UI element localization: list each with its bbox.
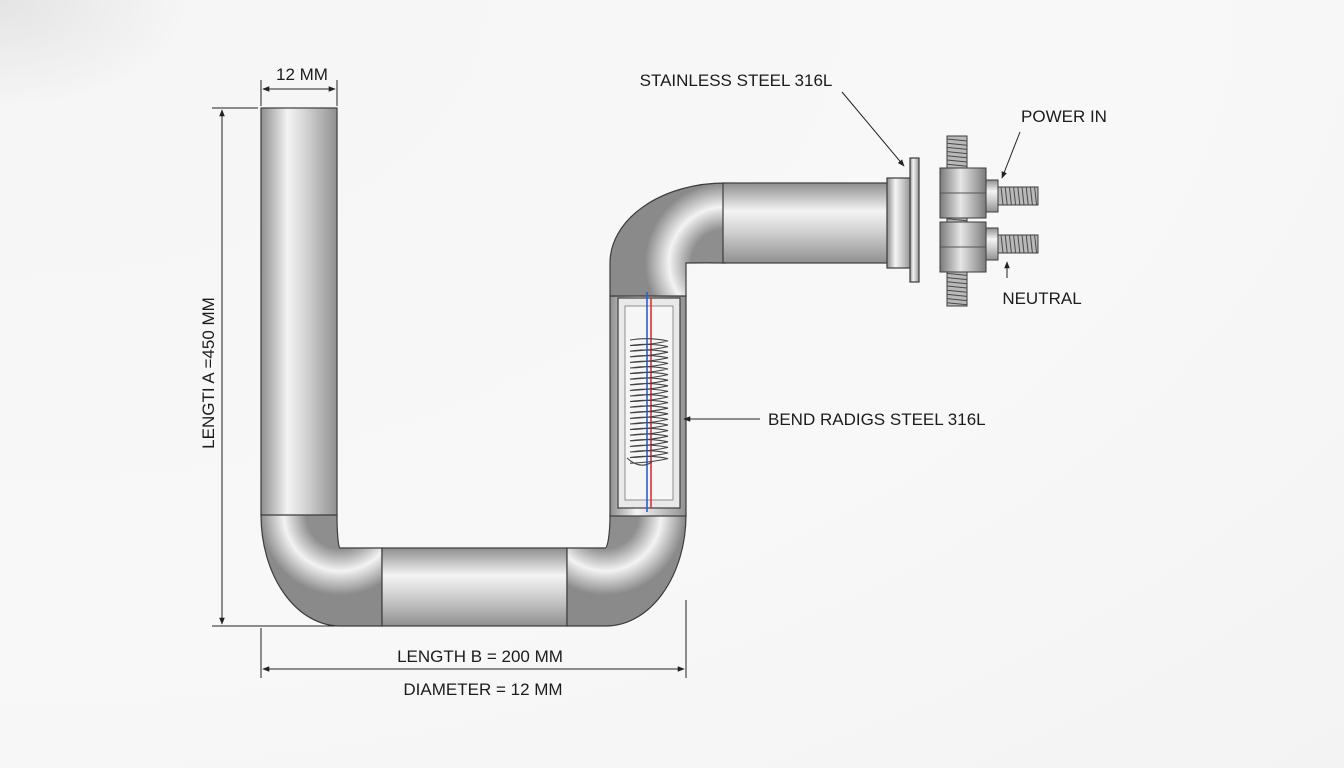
bend-lower-right (566, 514, 687, 627)
leader-power-in (1001, 131, 1021, 179)
bend-upper (609, 182, 726, 297)
horizontal-leg-b (381, 547, 568, 627)
neutral-terminal (997, 234, 1039, 254)
length-a-label: LENGTI A =450 MM (199, 297, 218, 449)
coil-turns (629, 338, 669, 464)
power-in-terminal (997, 186, 1039, 206)
cross-stud (946, 135, 968, 307)
diameter-label: DIAMETER = 12 MM (403, 680, 562, 699)
bend-radius-label: BEND RADIGS STEEL 316L (768, 410, 986, 429)
leader-material (841, 91, 905, 167)
terminal-collar (886, 177, 912, 269)
top-width-label: 12 MM (276, 65, 328, 84)
length-b-label: LENGTH B = 200 MM (397, 647, 563, 666)
power-in-label: POWER IN (1021, 107, 1107, 126)
mounting-flange (909, 157, 920, 283)
vertical-leg-a (260, 107, 338, 517)
cutaway-window (617, 292, 681, 512)
terminal-assembly (939, 135, 1039, 307)
bend-lower-left (260, 514, 383, 627)
pipe (260, 107, 920, 627)
horizontal-leg-c (722, 182, 890, 264)
coil-tail (626, 457, 653, 466)
neutral-label: NEUTRAL (1002, 289, 1081, 308)
material-label: STAINLESS STEEL 316L (640, 71, 833, 90)
dimensions (212, 80, 1021, 678)
heating-coil (626, 338, 669, 466)
